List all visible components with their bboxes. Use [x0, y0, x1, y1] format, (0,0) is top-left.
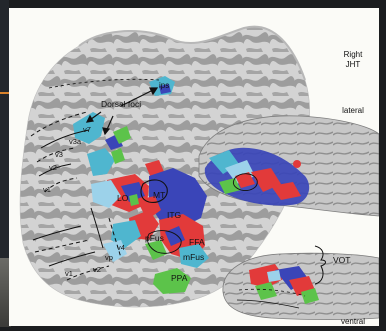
label-vot: VOT	[333, 256, 350, 265]
label-itg: ITG	[167, 211, 181, 220]
view-label-ventral: ventral	[331, 317, 375, 327]
label-lo: LO	[117, 194, 128, 203]
figure-panel: Right JHT lateral ventral Dorsal foci ip…	[9, 8, 379, 326]
label-mt: MT	[153, 191, 165, 200]
label-vp: vp	[105, 254, 113, 262]
label-v1-ventral: v1	[65, 270, 73, 278]
label-v7: v7	[83, 126, 91, 134]
view-label-lateral: lateral	[331, 106, 375, 116]
label-ppa: PPA	[171, 274, 187, 283]
annotation-dorsal-foci: Dorsal foci	[101, 100, 141, 109]
label-mfus: mFus	[183, 253, 204, 262]
brain-figure-graphic	[9, 8, 379, 326]
label-v2-ventral: v2	[93, 266, 101, 274]
hemisphere-title-line-1: Right	[331, 50, 375, 60]
label-v2-dorsal: v2	[49, 164, 57, 172]
label-ips: ips	[159, 82, 169, 90]
label-v4: v4	[117, 244, 125, 252]
label-v3a: v3a	[69, 138, 81, 146]
hemisphere-title-line-2: JHT	[331, 60, 375, 70]
label-v3: v3	[55, 151, 63, 159]
label-pfus: pFus	[145, 234, 164, 243]
label-ffa: FFA	[189, 238, 205, 247]
hemisphere-title: Right JHT	[331, 50, 375, 70]
label-v1-dorsal: v1	[43, 186, 51, 194]
